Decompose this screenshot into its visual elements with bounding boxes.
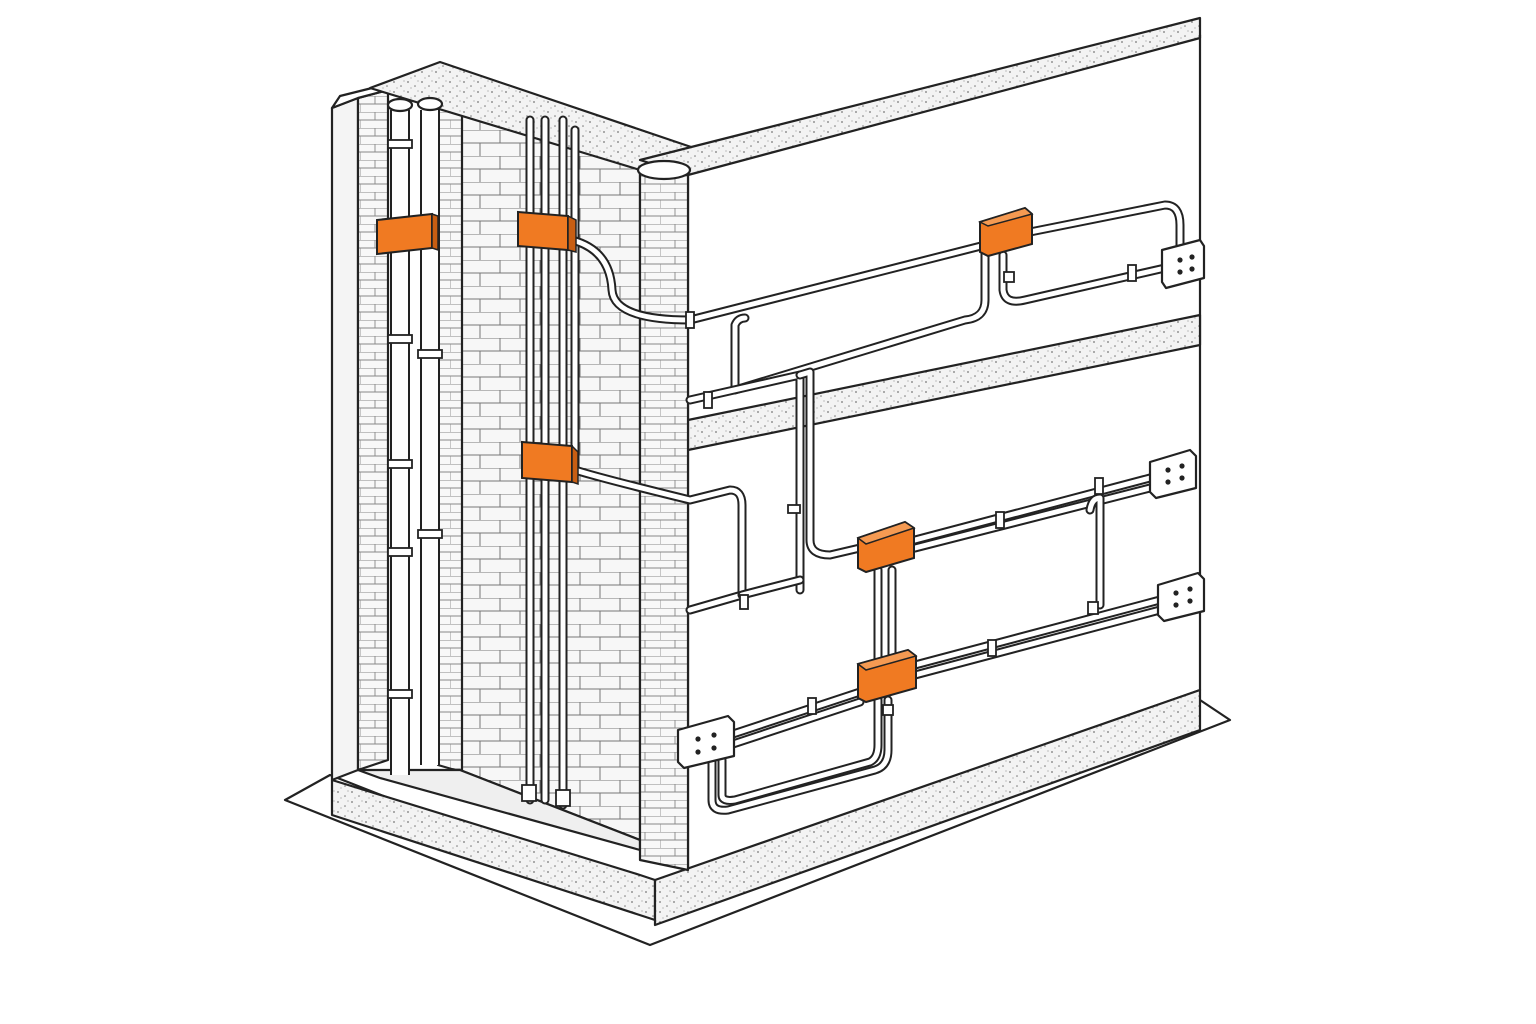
junction-box [856,520,916,574]
left-risers [386,96,444,775]
junction-box [517,210,577,253]
wall-edge-column [636,159,692,872]
junction-box [856,648,918,704]
outlet-box [1148,448,1198,500]
left-column [330,86,390,782]
junction-box [977,206,1034,258]
wall-base-band [653,688,1202,927]
outlet-box [1156,571,1206,623]
junction-boxes [376,206,1034,704]
wall-conduits [567,200,1185,815]
wall-clamps [685,264,1137,716]
junction-box [521,440,579,486]
outlet-box [676,714,736,770]
outlet-boxes [676,238,1206,770]
outlet-box [1160,238,1206,290]
junction-box [376,212,439,256]
